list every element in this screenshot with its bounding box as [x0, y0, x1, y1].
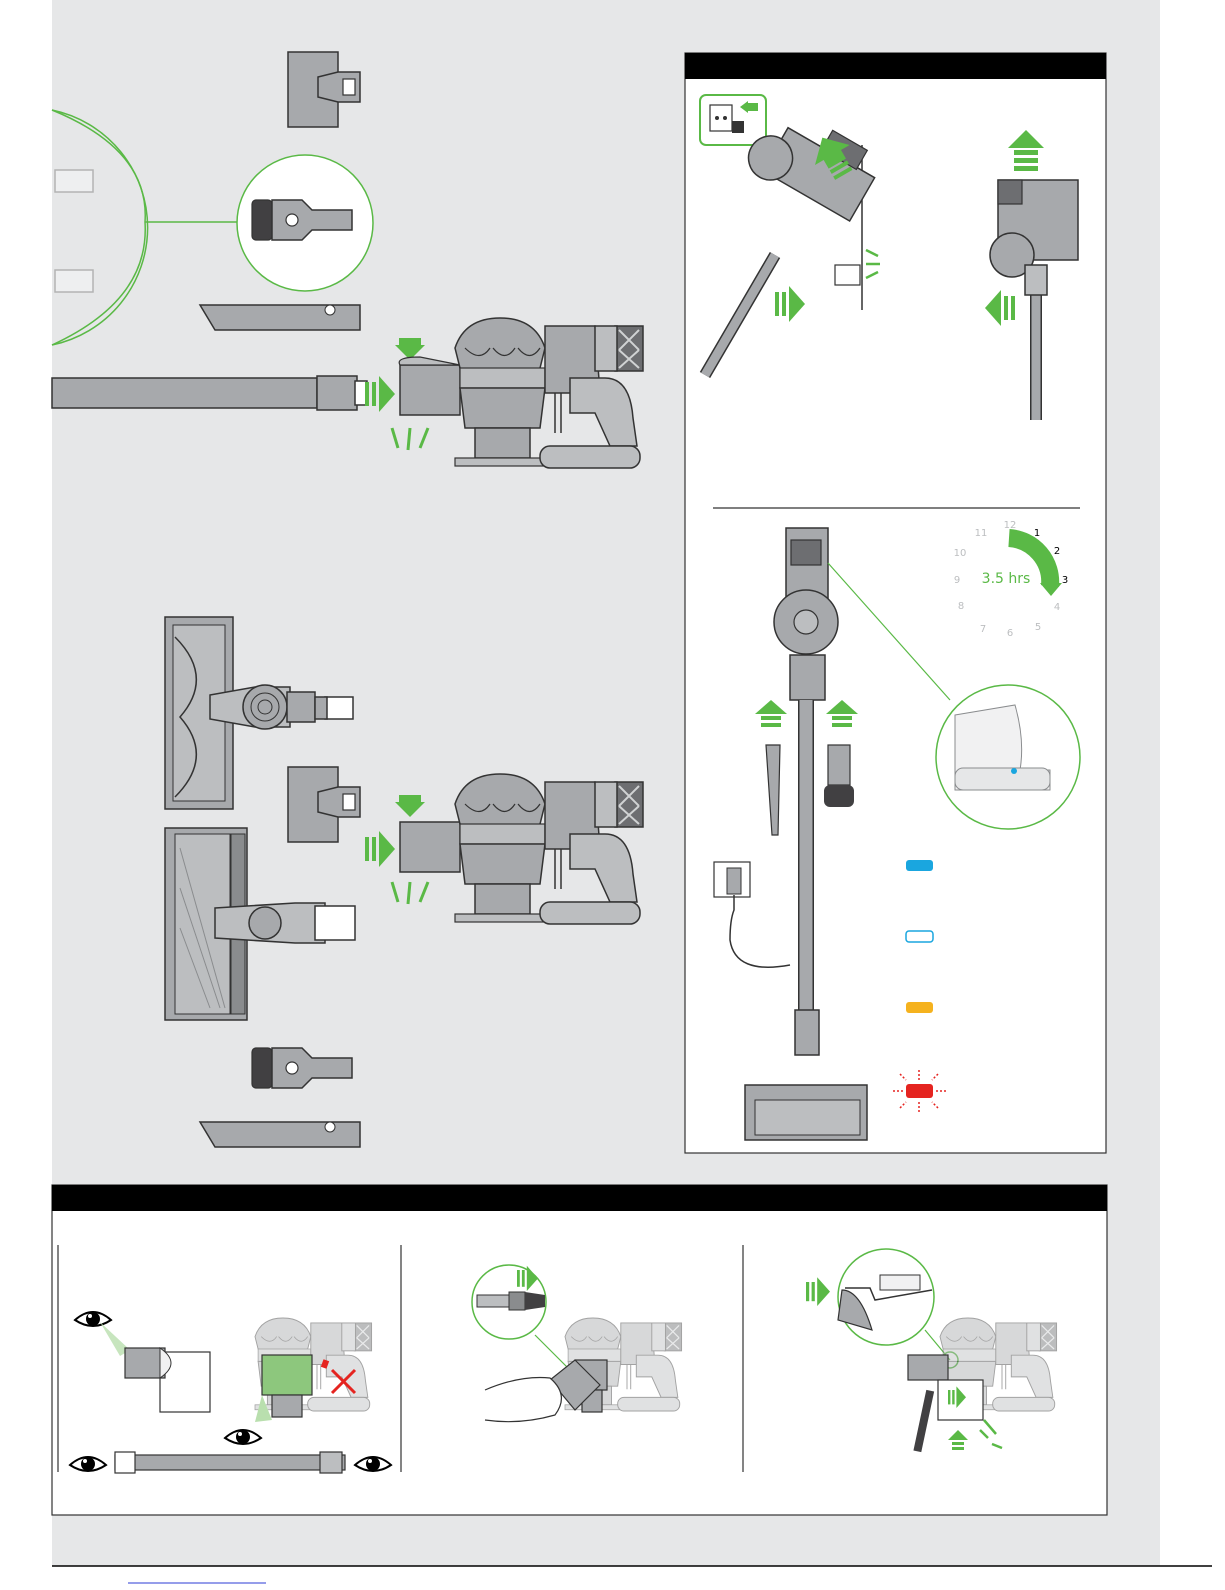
- clock-number: 2: [1054, 546, 1060, 557]
- clock-number: 7: [980, 624, 986, 635]
- clock-number: 6: [1007, 628, 1013, 639]
- clock-number: 3: [1062, 575, 1068, 586]
- handheld-vacuum-bottom: [455, 774, 643, 924]
- right-margin: [1160, 0, 1225, 1585]
- led-amber: [906, 1002, 933, 1013]
- battery-led-detail: [936, 685, 1080, 829]
- maintenance-section: [52, 1185, 1107, 1515]
- clock-number: 1: [1034, 528, 1040, 539]
- led-blue-solid: [906, 860, 933, 871]
- clock-number: 5: [1035, 622, 1041, 633]
- charge-time-label: 3.5 hrs: [982, 571, 1031, 587]
- clock-number: 8: [958, 601, 964, 612]
- wand-tube: [52, 378, 317, 408]
- clock-number: 12: [1004, 520, 1017, 531]
- maintenance-header-bar: [52, 1185, 1107, 1211]
- clock-number: 9: [954, 575, 960, 586]
- crevice-tool-top: [200, 305, 360, 330]
- charging-header-bar: [685, 53, 1106, 79]
- clock-number: 11: [975, 528, 988, 539]
- crevice-tool-bottom: [200, 1122, 360, 1147]
- clock-number: 10: [954, 548, 967, 559]
- charging-box: 3.5 hrs 12 1 2 3 4 5 6 7 8 9 10 11: [685, 53, 1106, 1153]
- led-blue-outline: [906, 931, 933, 942]
- wall-socket-icon: [700, 95, 766, 145]
- clock-number: 4: [1054, 602, 1060, 613]
- handheld-vacuum-top: [455, 318, 643, 468]
